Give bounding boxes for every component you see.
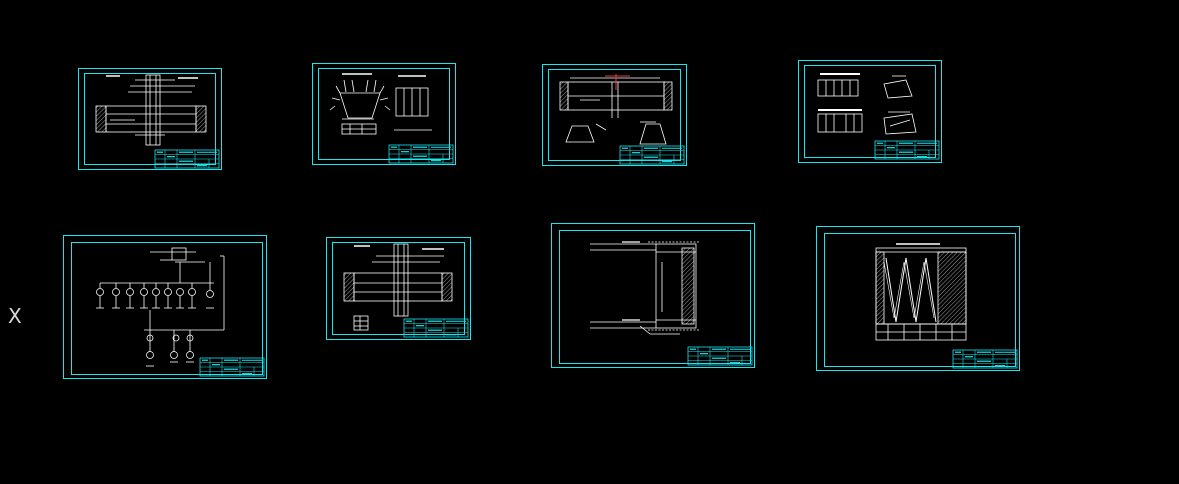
ucs-axis-x-icon: X <box>8 304 22 328</box>
sheet-1-linework <box>95 74 207 146</box>
drawing-sheet-3[interactable] <box>542 64 687 166</box>
sheet-inner-frame <box>824 233 1016 367</box>
sheet-4-linework <box>817 73 917 135</box>
sheet-inner-frame <box>559 230 751 364</box>
sheet-inner-frame <box>548 69 681 161</box>
sheet-7-linework <box>590 241 700 335</box>
drawing-sheet-4[interactable] <box>798 60 942 163</box>
sheet-inner-frame <box>804 65 936 158</box>
drawing-sheet-8[interactable] <box>816 226 1020 371</box>
sheet-3-red-marks <box>605 74 630 90</box>
drawing-sheet-1[interactable] <box>78 68 222 170</box>
sheet-inner-frame <box>318 68 450 160</box>
sheet-inner-frame <box>71 242 263 375</box>
sheet-6-linework <box>343 243 453 331</box>
drawing-sheet-7[interactable] <box>551 223 755 368</box>
sheet-5-linework <box>96 247 225 367</box>
sheet-inner-frame <box>84 73 216 165</box>
sheet-inner-frame <box>332 242 465 335</box>
drawing-sheet-6[interactable] <box>326 237 471 340</box>
drawing-sheet-5[interactable] <box>63 235 267 379</box>
sheet-8-linework <box>875 243 967 341</box>
drawing-sheet-2[interactable] <box>312 63 456 165</box>
sheet-2-linework <box>329 73 432 135</box>
